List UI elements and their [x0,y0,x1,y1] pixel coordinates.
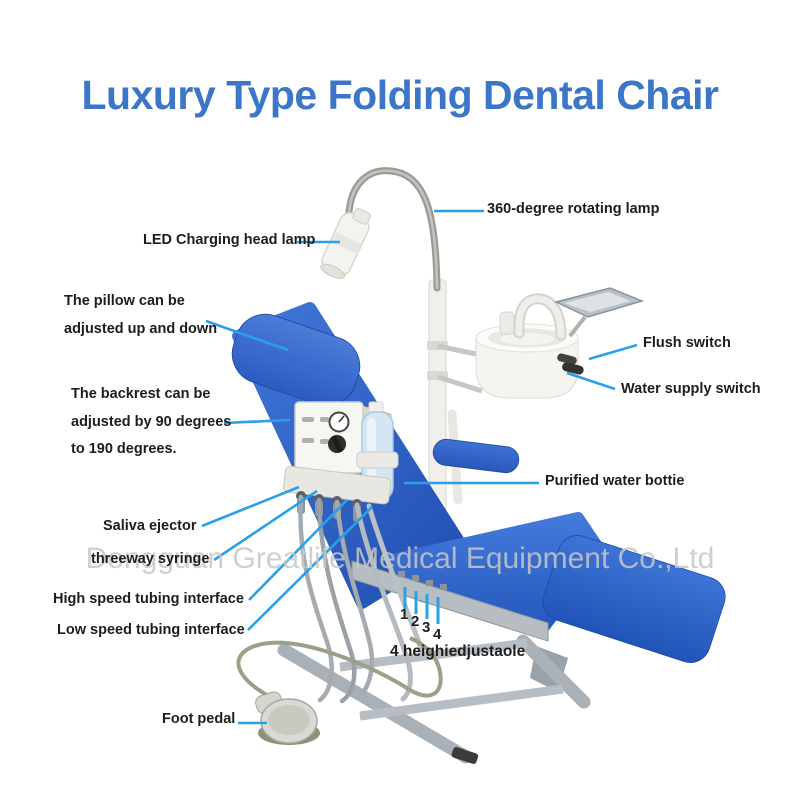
label-low-speed: Low speed tubing interface [57,622,245,638]
leader-water-supply [566,371,616,391]
label-foot-pedal: Foot pedal [162,711,236,727]
label-water-supply-switch: Water supply switch [621,381,761,397]
instrument-tray [553,287,645,338]
foot-pedal [255,691,320,745]
frame-foot [451,747,479,764]
spittoon-unit [475,293,584,399]
leader-pillow [205,319,289,352]
height-number-1: 1 [400,606,409,623]
height-number-2: 2 [411,613,420,630]
label-rotating-lamp: 360-degree rotating lamp [487,201,660,217]
label-flush-switch: Flush switch [643,335,731,351]
leader-high-speed [248,499,348,601]
leader-low-speed [247,506,373,631]
led-lamp-head [320,208,371,279]
label-threeway-syringe: threeway syringe [91,551,210,567]
label-high-speed: High speed tubing interface [53,591,244,607]
watermark: Dongguan Greatlife Medical Equipment Co.… [85,542,715,575]
label-purified-water-bottle: Purified water bottie [545,473,685,489]
spittoon-faucet [515,295,565,339]
leader-flush-switch [588,343,638,361]
leader-saliva-ejector [201,485,300,528]
legrest-cushion [542,535,726,663]
label-saliva-ejector: Saliva ejector [103,518,197,534]
height-notch [426,580,433,586]
height-notch [398,571,405,577]
spittoon-arm-bottom [437,374,483,394]
leader-lines [201,209,638,725]
label-height-caption: 4 heighiedjustaole [390,643,526,660]
foot-pedal-cable [236,636,443,710]
cup-filler [499,311,515,335]
leader-threeway-syringe [213,489,318,562]
height-notch [412,575,419,581]
pillow [231,313,361,407]
label-backrest: The backrest can be adjusted by 90 degre… [71,386,232,457]
leader-backrest [223,418,291,425]
folding-frame [277,560,591,764]
height-notch [440,584,447,590]
page-title: Luxury Type Folding Dental Chair [81,72,719,118]
gooseneck-highlight [347,169,439,290]
label-pillow: The pillow can be adjusted up and down [64,293,218,337]
water-supply-knob [562,362,584,375]
flush-switch-knob [557,353,577,365]
height-number-3: 3 [422,619,431,636]
armrest-pad [432,438,520,474]
height-number-4: 4 [433,626,442,643]
label-led-lamp: LED Charging head lamp [143,232,316,248]
